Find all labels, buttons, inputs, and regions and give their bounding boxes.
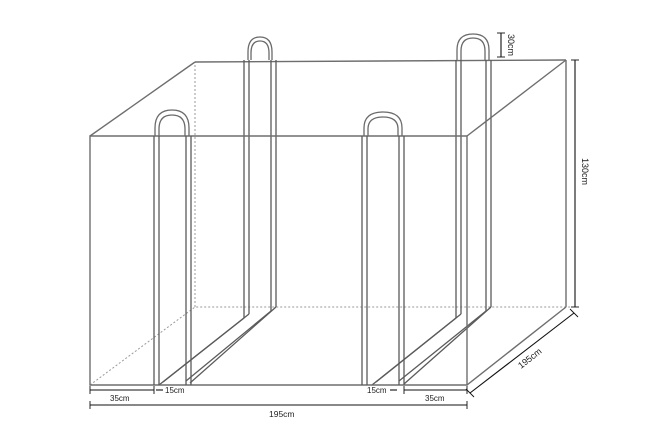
lifting-loop-front-right xyxy=(363,111,403,136)
dimension-body-height: 130cm xyxy=(571,59,590,308)
dimension-segments: 35cm 15cm 15cm 35cm xyxy=(89,386,468,403)
lifting-loop-back-left xyxy=(247,36,273,60)
hidden-edges xyxy=(89,62,570,386)
box-front-face xyxy=(89,59,567,386)
left-strap-width-label: 15cm xyxy=(165,386,185,395)
lifting-loop-back-right xyxy=(456,33,490,60)
body-height-label: 130cm xyxy=(580,158,590,185)
strap-back-right xyxy=(371,33,492,386)
strap-front-right xyxy=(361,111,405,385)
box-back-edges xyxy=(194,59,567,307)
right-margin-label: 35cm xyxy=(425,394,445,403)
strap-back-left xyxy=(158,36,277,386)
strap-front-left xyxy=(153,109,192,385)
width-label: 195cm xyxy=(269,409,295,419)
depth-label: 195cm xyxy=(516,346,543,371)
lifting-loop-front-left xyxy=(154,109,190,136)
dimension-loop-height: 30cm xyxy=(497,32,516,58)
dimension-total-width: 195cm xyxy=(89,401,468,419)
left-margin-label: 35cm xyxy=(110,394,130,403)
right-strap-width-label: 15cm xyxy=(367,386,387,395)
loop-height-label: 30cm xyxy=(506,34,516,56)
dimension-depth: 195cm xyxy=(465,308,579,398)
